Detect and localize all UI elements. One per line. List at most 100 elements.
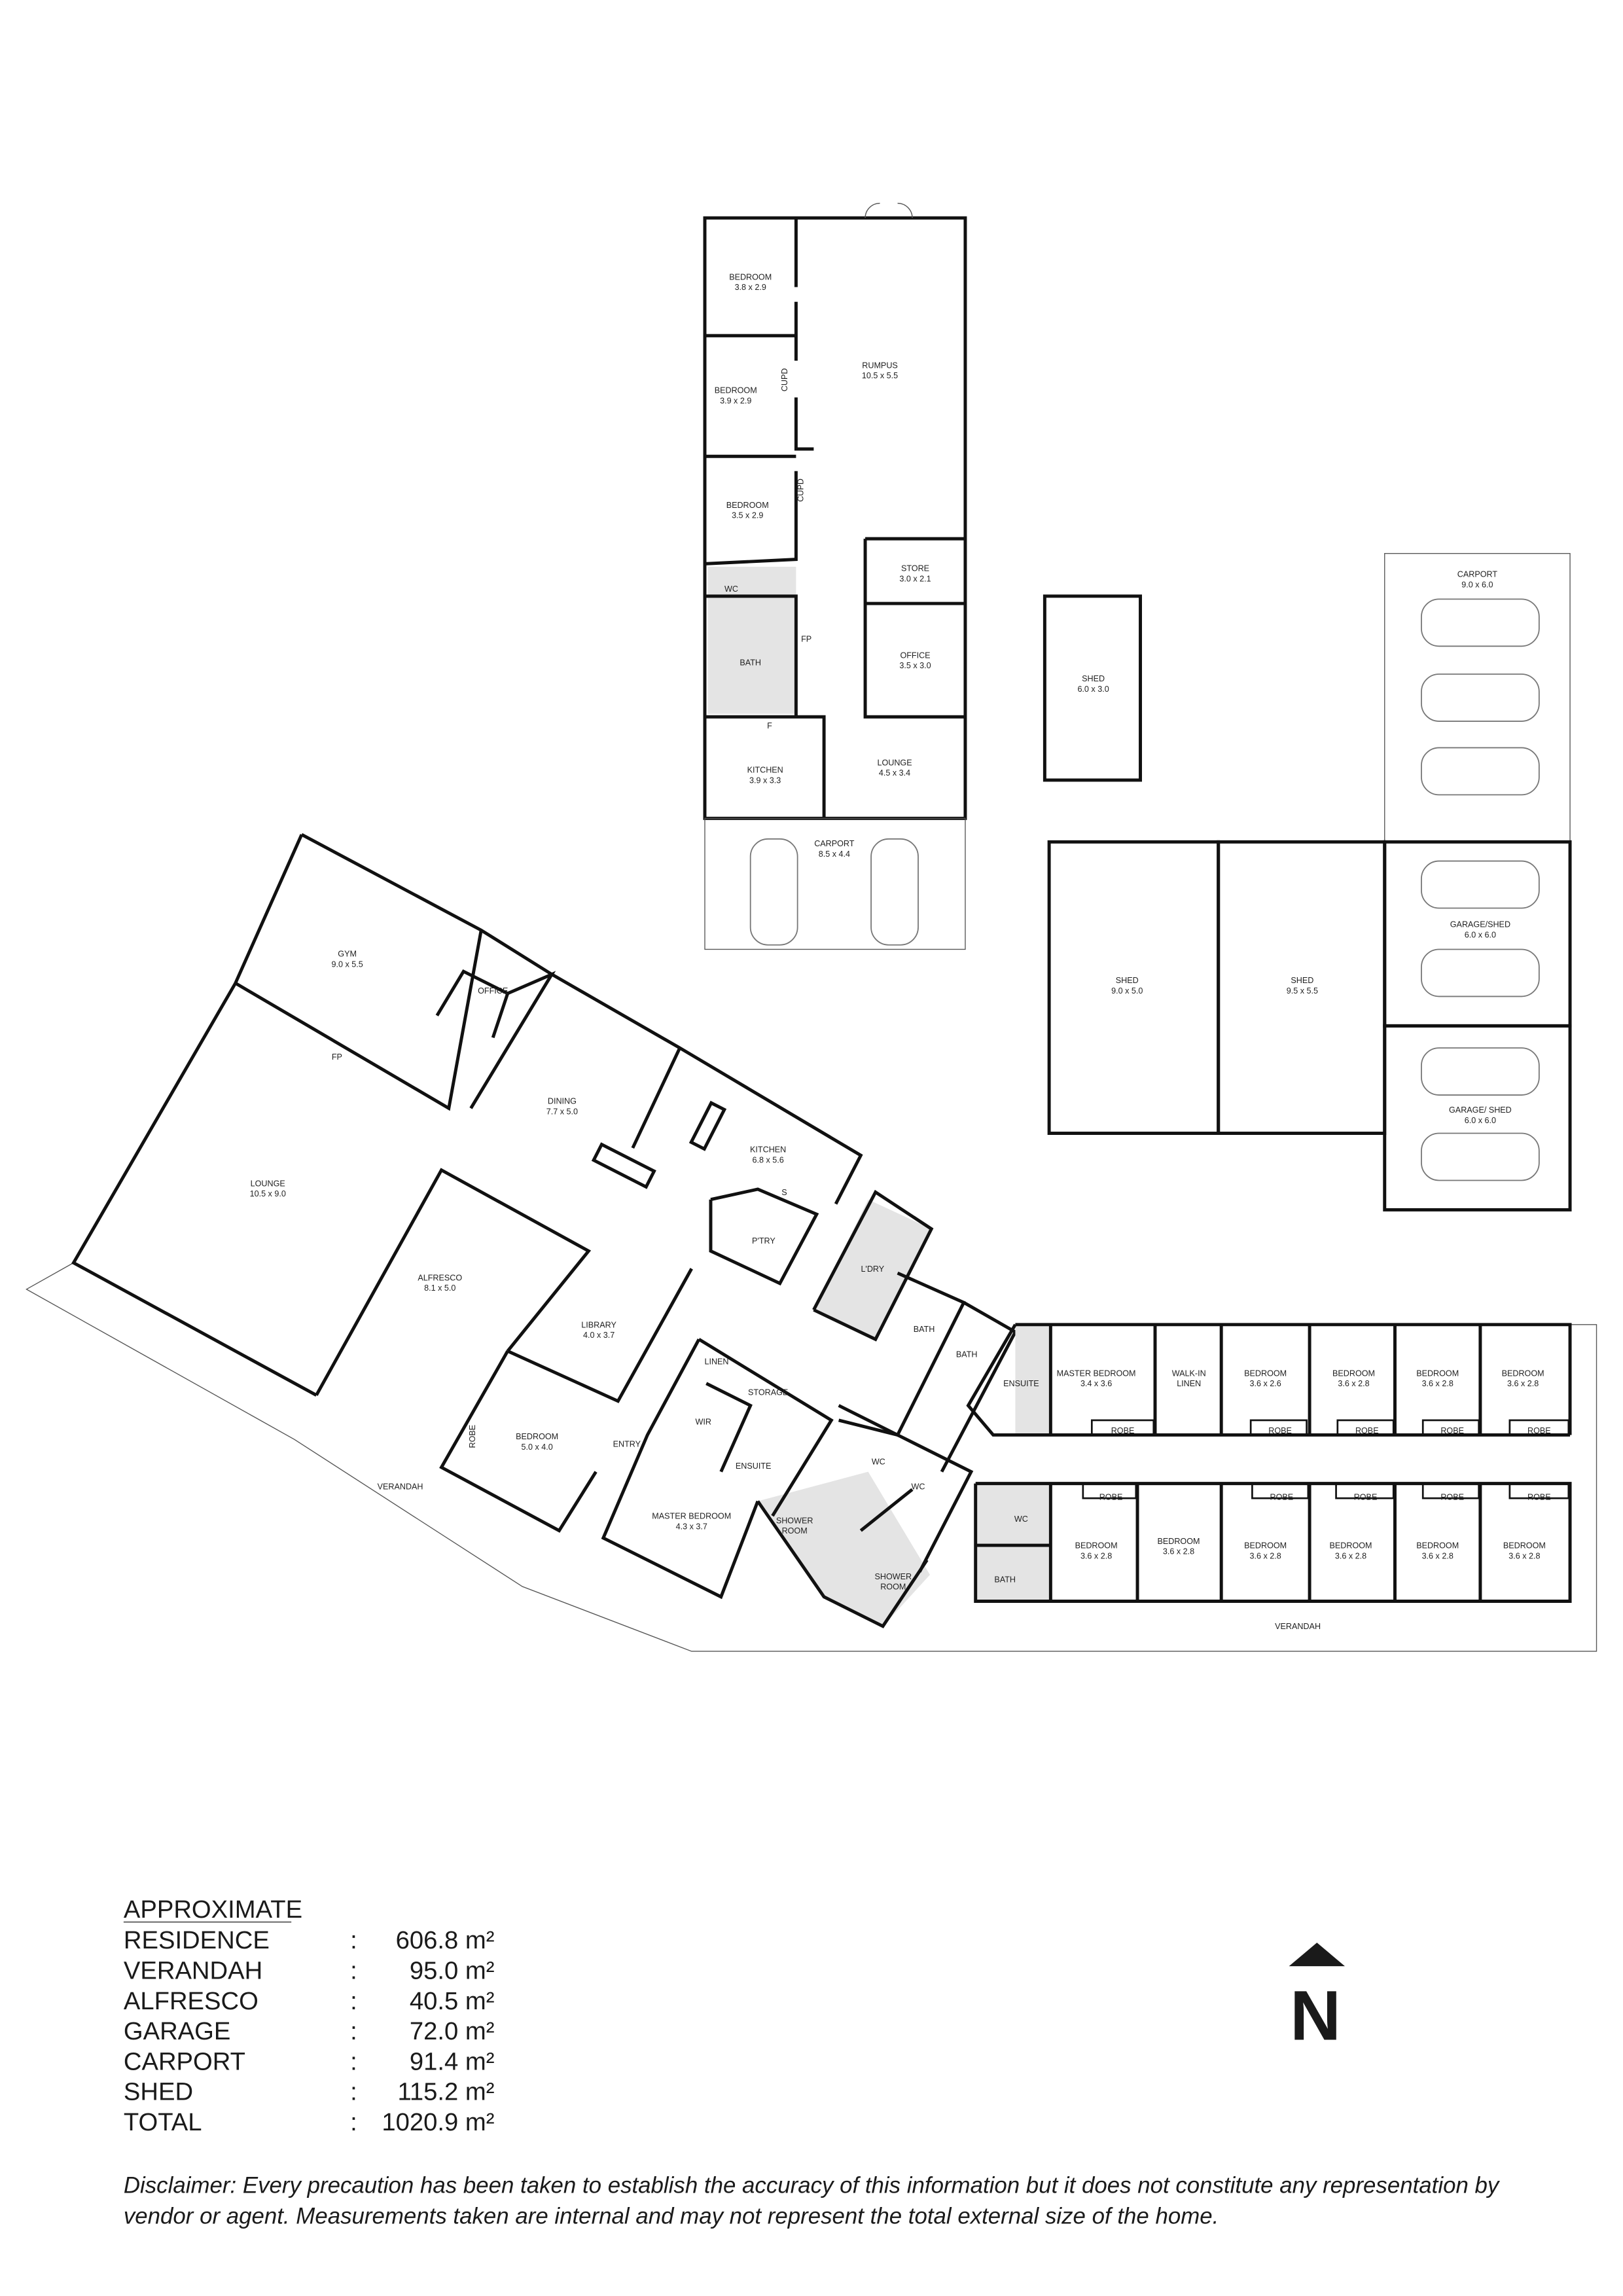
- room-label: CUPD: [780, 368, 789, 392]
- room-name: ENSUITE: [736, 1462, 772, 1471]
- north-cottage-walls: [703, 202, 967, 950]
- room-name: BEDROOM: [516, 1432, 558, 1441]
- room-name: BEDROOM: [1244, 1541, 1287, 1551]
- room-label: FP: [801, 635, 812, 644]
- room-label: ROBE: [1111, 1426, 1135, 1435]
- room-label: BATH: [994, 1575, 1016, 1584]
- room-name: BEDROOM: [1244, 1369, 1287, 1378]
- legend-separator: :: [350, 2108, 357, 2136]
- room-name: BATH: [740, 658, 761, 668]
- room-name: CARPORT: [1457, 570, 1498, 579]
- room-name: F: [767, 721, 772, 730]
- room-name: STORAGE: [748, 1388, 788, 1397]
- legend-value: 40.5 m²: [410, 1987, 495, 2015]
- room-dimensions: 9.0 x 5.0: [1111, 986, 1143, 996]
- room-dimensions: 4.3 x 3.7: [676, 1522, 707, 1531]
- room-name: MASTER BEDROOM: [652, 1512, 731, 1521]
- room-label: WC: [872, 1457, 885, 1466]
- room-label: WC: [912, 1482, 925, 1492]
- room-dimensions: 3.6 x 2.8: [1422, 1551, 1454, 1560]
- room-dimensions: 3.6 x 2.8: [1080, 1551, 1112, 1560]
- room-dimensions: 3.6 x 2.8: [1338, 1379, 1369, 1388]
- room-label: VERANDAH: [378, 1482, 423, 1492]
- room-name: KITCHEN: [747, 766, 783, 775]
- room-dimensions: 6.0 x 3.0: [1077, 685, 1109, 694]
- room-dimensions: 3.4 x 3.6: [1080, 1379, 1112, 1388]
- north-arrow-icon: N: [1289, 1943, 1346, 2055]
- room-name: GARAGE/SHED: [1450, 920, 1510, 929]
- room-name: SHED: [1116, 976, 1139, 985]
- room-label: BATH: [914, 1325, 935, 1334]
- room-name: WALK-IN: [1172, 1369, 1206, 1378]
- room-name: BEDROOM: [1157, 1537, 1200, 1546]
- room-name: L'DRY: [861, 1265, 884, 1274]
- room-dimensions: 6.0 x 6.0: [1465, 1116, 1496, 1125]
- legend-separator: :: [350, 1926, 357, 1954]
- room-dimensions: 9.0 x 6.0: [1461, 580, 1493, 589]
- room-dimensions: 3.9 x 3.3: [749, 776, 781, 785]
- room-name: ENTRY: [613, 1439, 641, 1448]
- room-dimensions: 3.6 x 2.8: [1507, 1379, 1539, 1388]
- room-name: RUMPUS: [862, 361, 898, 370]
- legend-label: ALFRESCO: [124, 1987, 259, 2015]
- room-dimensions: 3.6 x 2.8: [1250, 1551, 1281, 1560]
- room-label: FP: [332, 1052, 342, 1062]
- room-label: ROBE: [1354, 1492, 1378, 1501]
- room-name: ROBE: [1099, 1492, 1123, 1501]
- room-dimensions: 10.5 x 9.0: [250, 1189, 286, 1198]
- room-dimensions: 3.5 x 3.0: [899, 661, 931, 670]
- room-name: DINING: [548, 1097, 577, 1106]
- legend-label: SHED: [124, 2078, 193, 2106]
- room-name: BEDROOM: [1332, 1369, 1375, 1378]
- room-name: ROBE: [1111, 1426, 1135, 1435]
- room-name: BATH: [914, 1325, 935, 1334]
- room-label: P'TRY: [752, 1236, 776, 1246]
- room-label: WC: [724, 584, 738, 594]
- room-name: GYM: [338, 950, 357, 959]
- legend-separator: :: [350, 2078, 357, 2106]
- room-name: P'TRY: [752, 1236, 776, 1246]
- main-house-walls: [71, 833, 1018, 1628]
- legend-value: 91.4 m²: [410, 2047, 495, 2075]
- car-icon: [1421, 747, 1540, 796]
- room-dimensions: 10.5 x 5.5: [862, 371, 898, 380]
- legend-label: CARPORT: [124, 2047, 245, 2075]
- room-label: BEDROOM 5.0 x 4.0: [516, 1432, 558, 1452]
- room-dimensions: ROOM: [782, 1526, 808, 1535]
- legend-separator: :: [350, 2047, 357, 2075]
- room-name: BEDROOM: [1502, 1369, 1544, 1378]
- outbuildings-walls: [1043, 552, 1572, 1211]
- room-label: OFFICE: [478, 986, 508, 996]
- room-dimensions: 8.1 x 5.0: [424, 1283, 455, 1293]
- room-label: ROBE: [1527, 1492, 1551, 1501]
- room-label: ENSUITE: [1003, 1379, 1039, 1388]
- room-dimensions: 3.8 x 2.9: [735, 283, 766, 292]
- car-icon: [1421, 948, 1540, 997]
- disclaimer-line-2: vendor or agent. Measurements taken are …: [124, 2204, 1219, 2229]
- room-dimensions: 5.0 x 4.0: [522, 1443, 553, 1452]
- car-icon: [870, 838, 919, 946]
- room-label: BATH: [956, 1350, 978, 1359]
- room-name: BATH: [994, 1575, 1016, 1584]
- room-name: OFFICE: [900, 651, 930, 660]
- car-icon: [1421, 860, 1540, 909]
- room-label: L'DRY: [861, 1265, 884, 1274]
- room-label: ROBE: [1099, 1492, 1123, 1501]
- room-dimensions: 3.6 x 2.6: [1250, 1379, 1281, 1388]
- room-name: WIR: [696, 1418, 711, 1427]
- room-dimensions: 3.9 x 2.9: [720, 396, 751, 405]
- legend-separator: :: [350, 1956, 357, 1984]
- legend-label: TOTAL: [124, 2108, 202, 2136]
- room-name: ROBE: [1440, 1492, 1464, 1501]
